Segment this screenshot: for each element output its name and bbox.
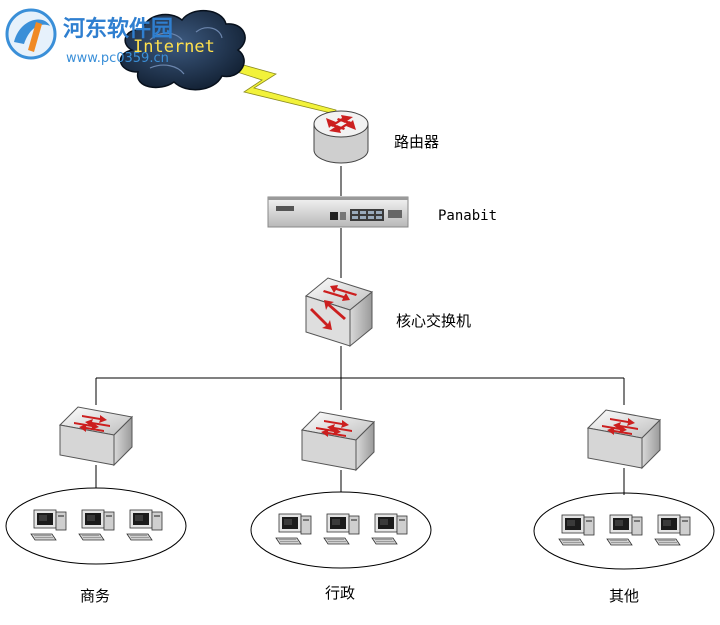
internet-label: Internet bbox=[133, 37, 215, 57]
watermark-logo-icon bbox=[5, 8, 57, 60]
group-label-business: 商务 bbox=[80, 587, 110, 605]
computer-icon bbox=[30, 509, 67, 541]
router-label: 路由器 bbox=[394, 133, 439, 151]
computer-icon bbox=[78, 509, 115, 541]
watermark-title: 河东软件园 bbox=[63, 16, 173, 42]
watermark-url: www.pc0359.cn bbox=[66, 51, 169, 66]
computer-icon bbox=[371, 513, 408, 545]
group-boundary bbox=[250, 491, 432, 569]
panabit-appliance-icon bbox=[267, 196, 409, 228]
core-switch-label: 核心交换机 bbox=[396, 312, 471, 330]
router-icon bbox=[313, 110, 369, 164]
computer-icon bbox=[323, 513, 360, 545]
cloud-icon bbox=[119, 10, 246, 91]
switch-icon bbox=[59, 406, 133, 466]
computer-icon bbox=[275, 513, 312, 545]
computer-group bbox=[558, 514, 691, 546]
switch-icon bbox=[587, 409, 661, 469]
panabit-label: Panabit bbox=[438, 208, 497, 224]
computer-icon bbox=[606, 514, 643, 546]
switch-icon bbox=[301, 411, 375, 471]
computer-icon bbox=[558, 514, 595, 546]
computer-group bbox=[275, 513, 408, 545]
group-boundary bbox=[533, 492, 715, 570]
computer-icon bbox=[654, 514, 691, 546]
connection-lines bbox=[95, 166, 625, 495]
computer-icon bbox=[126, 509, 163, 541]
group-label-other: 其他 bbox=[609, 587, 639, 605]
group-label-admin: 行政 bbox=[325, 584, 355, 602]
group-boundary bbox=[5, 487, 187, 565]
core-switch-icon bbox=[304, 277, 374, 348]
computer-group bbox=[30, 509, 163, 541]
